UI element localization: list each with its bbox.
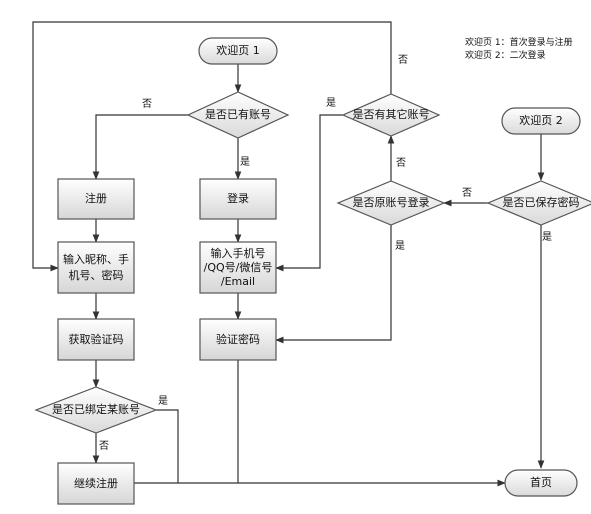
has-other-account-text: 是否有其它账号 [353, 107, 430, 121]
input-nickname-box [57, 241, 135, 294]
label-has-account-no: 否 [142, 98, 152, 110]
legend-line2: 欢迎页 2：二次登录 [465, 49, 546, 61]
continue-register-box [57, 462, 135, 505]
welcome1-text: 欢迎页 1 [216, 43, 260, 57]
welcome2-text: 欢迎页 2 [519, 113, 563, 127]
login-text: 登录 [227, 191, 249, 205]
continue-register-text: 继续注册 [74, 476, 118, 490]
has-other-account-decision [341, 93, 441, 137]
bound-account-text: 是否已绑定某账号 [52, 402, 140, 416]
label-other-no: 否 [398, 54, 408, 66]
label-saved-yes: 是 [542, 231, 552, 243]
input-phone-line2: /QQ号/微信号 [204, 260, 273, 274]
label-has-account-yes: 是 [240, 156, 250, 168]
verify-password-box [199, 318, 277, 361]
label-bound-no: 否 [99, 440, 109, 452]
saved-password-decision [486, 180, 591, 226]
home-terminal [504, 469, 578, 497]
home-text: 首页 [530, 475, 552, 489]
edge-other-no-to-input-nickname [32, 21, 392, 272]
label-bound-yes: 是 [158, 395, 168, 407]
get-code-box [57, 318, 135, 361]
register-box [57, 178, 135, 220]
input-nickname-line2: 机号、密码 [69, 268, 124, 282]
input-phone-line1: 输入手机号 [211, 246, 266, 260]
input-phone-box [199, 241, 277, 294]
original-account-text: 是否原账号登录 [353, 195, 430, 209]
input-phone-line3: /Email [221, 275, 255, 288]
original-account-decision [336, 180, 446, 226]
saved-password-text: 是否已保存密码 [503, 195, 580, 209]
welcome2-terminal [501, 107, 581, 135]
legend-line1: 欢迎页 1：首次登录与注册 [465, 36, 573, 48]
has-account-text: 是否已有账号 [205, 107, 271, 121]
has-account-decision [186, 91, 290, 139]
verify-password-text: 验证密码 [216, 332, 260, 346]
label-saved-no: 否 [462, 187, 472, 199]
label-original-no: 否 [396, 157, 406, 169]
get-code-text: 获取验证码 [69, 332, 124, 346]
edge-original-yes-to-verify [275, 225, 392, 344]
login-box [199, 178, 277, 220]
edge-other-yes-to-input-phone [275, 114, 343, 272]
edge-bound-yes-to-home [156, 409, 179, 483]
welcome1-terminal [198, 37, 278, 65]
bound-account-decision [34, 386, 158, 434]
label-other-yes: 是 [326, 97, 336, 109]
register-text: 注册 [85, 191, 107, 205]
edge-has-account-no-to-register [92, 114, 188, 180]
label-original-yes: 是 [395, 240, 405, 252]
input-nickname-line1: 输入昵称、手 [63, 252, 129, 266]
